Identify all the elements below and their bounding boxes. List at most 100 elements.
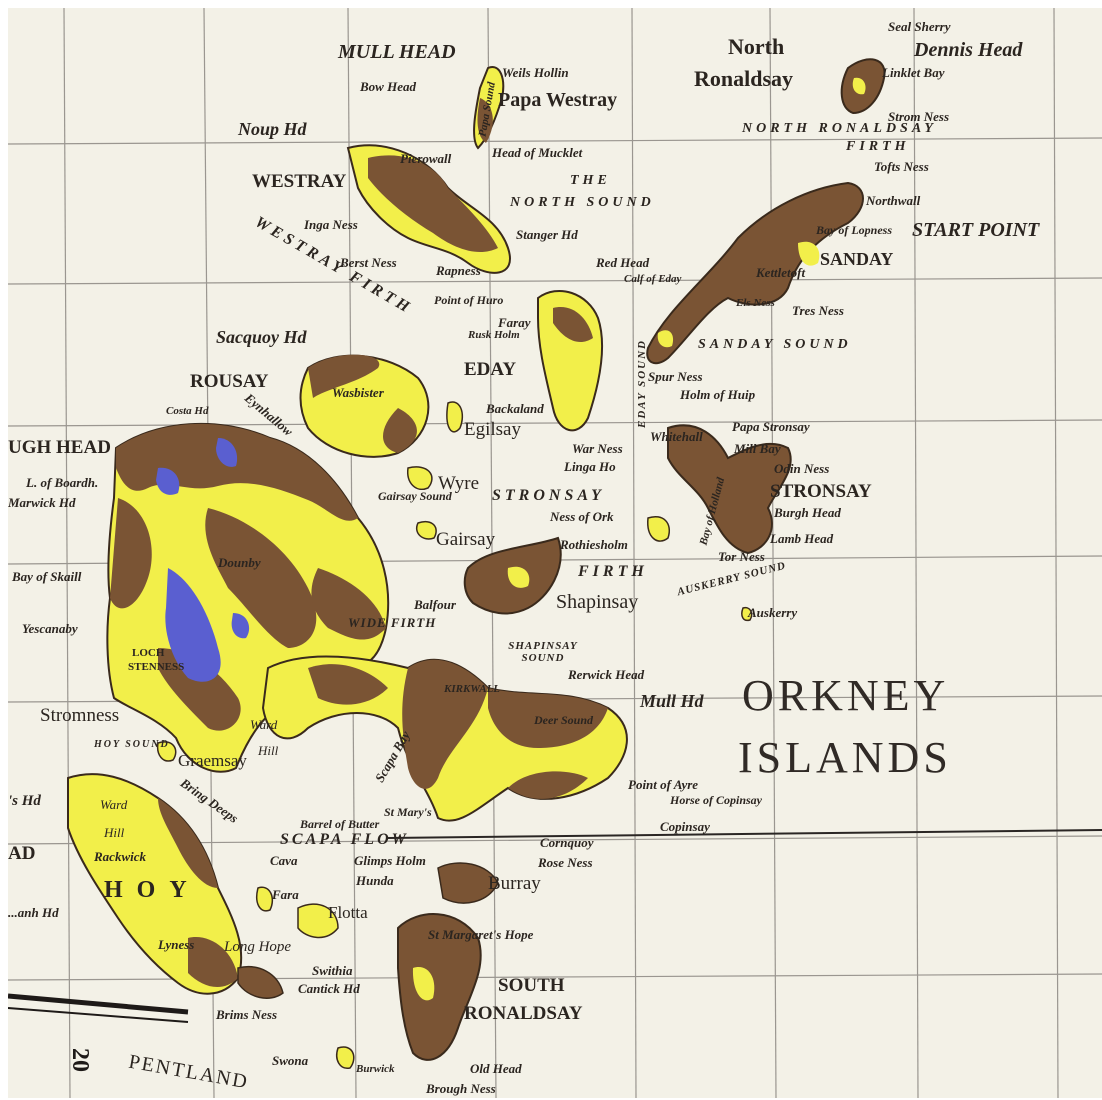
label-st-marys: St Mary's: [384, 805, 432, 819]
papa-westray-island[interactable]: [473, 66, 505, 150]
label-rothiesholm: Rothiesholm: [560, 537, 628, 552]
label-kettletoft: Kettletoft: [756, 265, 806, 280]
label-barrel-of-butter: Barrel of Butter: [300, 817, 380, 831]
label-red-head: Red Head: [596, 255, 650, 270]
grid-number: 20: [67, 1048, 93, 1072]
label-linga-ho: Linga Ho: [564, 459, 616, 474]
label-rerwick-head: Rerwick Head: [568, 667, 645, 682]
label-weils-hollin: Weils Hollin: [502, 65, 569, 80]
label-burgh-head: Burgh Head: [774, 505, 841, 520]
label-strom-ness-nr: Strom Ness: [888, 109, 950, 124]
label-rusk-holm: Rusk Holm: [468, 329, 520, 341]
label-horse-of-copinsay: Horse of Copinsay: [670, 793, 763, 807]
label-mull-hd: Mull Hd: [640, 691, 704, 711]
east-mainland-island[interactable]: [261, 655, 628, 822]
label-wyre: Wyre: [438, 473, 480, 494]
label-hunda: Hunda: [356, 873, 394, 888]
label-lyness: Lyness: [158, 937, 195, 952]
map-sheet[interactable]: ORKNEY ISLANDS 20 Seal Sherry Dennis Hea…: [8, 8, 1102, 1098]
label-brough-head: UGH HEAD: [8, 437, 111, 458]
label-gairsay-sound: Gairsay Sound: [378, 489, 452, 503]
label-wide-firth: WIDE FIRTH: [348, 615, 437, 630]
rousay-island[interactable]: [299, 354, 430, 458]
map-graphics: [8, 8, 1102, 1098]
label-nr-firth: FIRTH: [846, 139, 910, 154]
label-brough-ness: Brough Ness: [426, 1081, 496, 1096]
label-head-of-mucklet: Head of Mucklet: [492, 145, 583, 160]
label-the: THE: [570, 173, 611, 188]
label-sanday: SANDAY: [820, 249, 894, 269]
label-eday-sound: EDAY SOUND: [635, 339, 648, 428]
north-ronaldsay-island[interactable]: [840, 58, 886, 115]
label-kirkwall: KIRKWALL: [444, 683, 501, 695]
label-rackwick: Rackwick: [94, 849, 146, 864]
label-rapness: Rapness: [436, 263, 481, 278]
label-hill-hoy: Hill: [104, 825, 125, 840]
label-sanday-sound: SANDAY SOUND: [698, 337, 852, 352]
map-title-line2: ISLANDS: [738, 733, 952, 782]
label-tres-ness: Tres Ness: [792, 303, 844, 318]
meridian-line: [387, 829, 1102, 839]
label-egilsay: Egilsay: [464, 419, 521, 440]
label-graemsay: Graemsay: [178, 751, 247, 770]
label-south: SOUTH: [498, 975, 565, 996]
south-ronaldsay-island[interactable]: [397, 862, 499, 1061]
label-tor-ness: Tor Ness: [718, 549, 765, 564]
label-north-sound: NORTH SOUND: [510, 195, 655, 210]
label-northwall: Northwall: [866, 193, 921, 208]
label-stronsay-firth: STRONSAY: [492, 487, 605, 504]
label-firth: FIRTH: [578, 563, 648, 580]
label-spur-ness: Spur Ness: [648, 369, 703, 384]
label-ward-mainland: Ward: [250, 717, 278, 732]
label-ad: AD: [8, 843, 36, 864]
label-swithia: Swithia: [312, 963, 353, 978]
label-deer-sound: Deer Sound: [534, 713, 594, 727]
label-cornquoy: Cornquoy: [540, 835, 594, 850]
label-eday: EDAY: [464, 359, 517, 380]
label-seal-sherry: Seal Sherry: [888, 19, 951, 34]
label-ness-of-ork: Ness of Ork: [550, 509, 614, 524]
label-loch: LOCH: [132, 647, 165, 659]
label-south-ronaldsay: RONALDSAY: [464, 1003, 583, 1024]
label-cava: Cava: [270, 853, 298, 868]
label-point-of-ayre: Point of Ayre: [628, 777, 699, 792]
label-point-of-huro: Point of Huro: [434, 293, 504, 307]
label-noup-hd: Noup Hd: [238, 119, 307, 139]
label-wasbister: Wasbister: [332, 385, 384, 400]
label-burray: Burray: [488, 873, 541, 894]
label-pierowall: Pierowall: [400, 151, 452, 166]
label-long-hope: Long Hope: [224, 939, 292, 955]
westray-island[interactable]: [346, 144, 511, 274]
label-berst-ness: Berst Ness: [340, 255, 397, 270]
label-bow-head: Bow Head: [360, 79, 416, 94]
label-rose-ness: Rose Ness: [538, 855, 593, 870]
label-balfour: Balfour: [414, 597, 456, 612]
sanday-island[interactable]: [646, 181, 864, 365]
label-glimps-holm: Glimps Holm: [354, 853, 426, 868]
label-els-ness: Els Ness: [736, 297, 775, 309]
stronsay-island[interactable]: [647, 424, 792, 555]
label-war-ness: War Ness: [572, 441, 623, 456]
mainland-island[interactable]: [106, 422, 390, 773]
label-tofts-ness: Tofts Ness: [874, 159, 929, 174]
label-westray: WESTRAY: [252, 171, 347, 192]
label-faray: Faray: [498, 315, 531, 330]
label-auskerry: Auskerry: [748, 605, 798, 620]
label-flotta: Flotta: [328, 903, 368, 922]
label-north: North: [728, 34, 785, 59]
shapinsay-island[interactable]: [463, 536, 562, 615]
label-dennis-head: Dennis Head: [914, 39, 1023, 61]
label-ward-hoy: Ward: [100, 797, 128, 812]
label-stronsay: STRONSAY: [770, 481, 872, 502]
label-start-point: START POINT: [912, 219, 1040, 241]
small-islands: [156, 401, 753, 1069]
label-shapinsay-sound: SHAPINSAY SOUND: [508, 640, 578, 664]
eday-island[interactable]: [537, 289, 604, 432]
label-papa-westray: Papa Westray: [498, 89, 618, 111]
label-holm-of-huip: Holm of Huip: [680, 387, 756, 402]
label-yescanaby: Yescanaby: [22, 621, 78, 636]
label-copinsay: Copinsay: [660, 819, 710, 834]
label-inga-ness: Inga Ness: [304, 217, 358, 232]
label-dounby: Dounby: [218, 555, 261, 570]
